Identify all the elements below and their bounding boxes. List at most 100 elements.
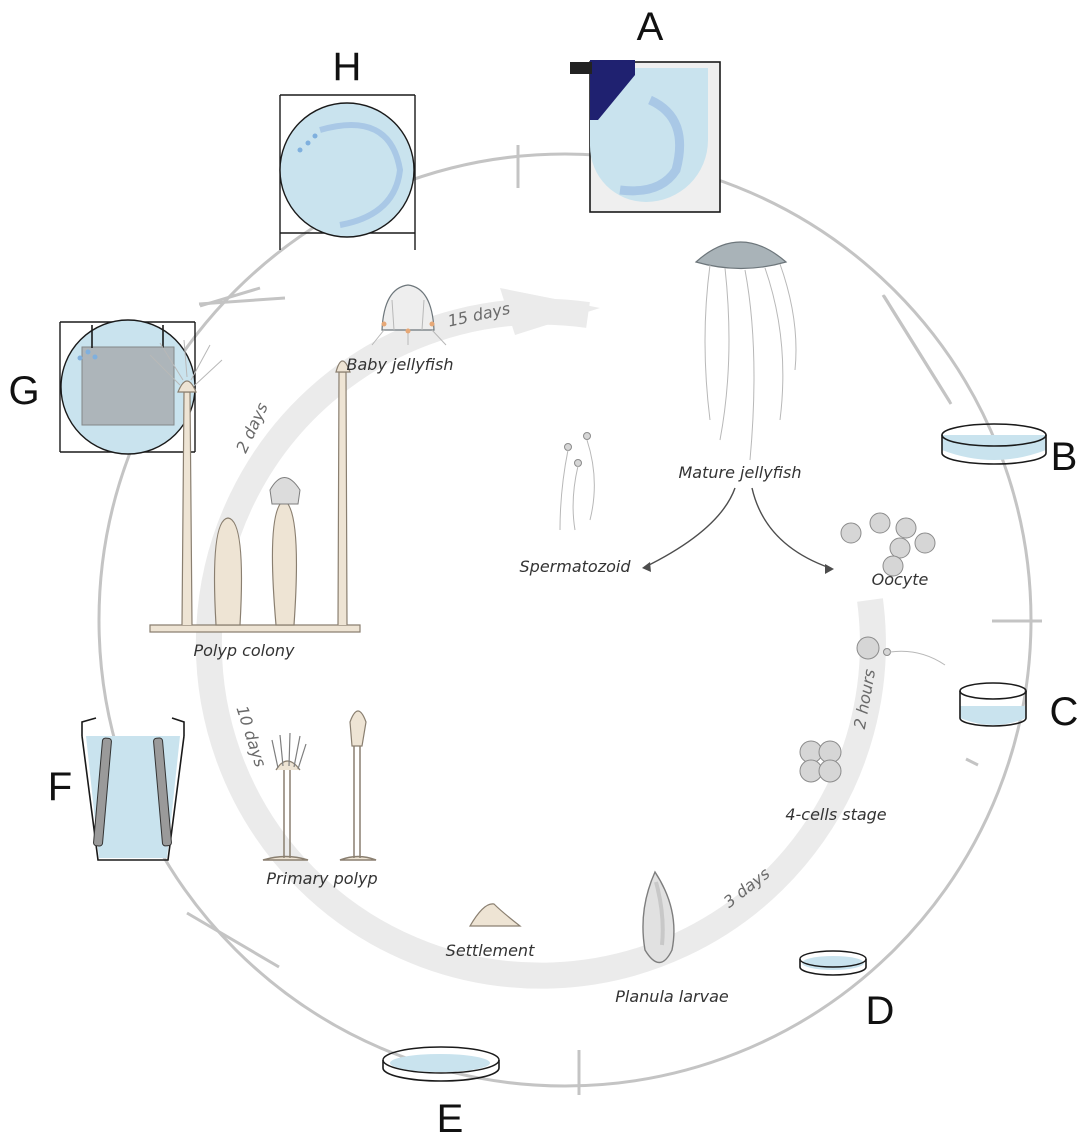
polyp-colony-illustration	[149, 339, 361, 633]
brine-shrimp-dot	[77, 355, 83, 361]
four-cell-embryo-illustration	[799, 740, 842, 783]
arrow-to-oocyte	[751, 487, 831, 569]
oocyte-cell	[889, 537, 911, 559]
outer-culture-ring	[97, 145, 1042, 1095]
container-f-right-hook	[171, 717, 185, 736]
dish-b-wall	[941, 435, 1047, 465]
sperm-head	[883, 648, 891, 656]
colony-polyp-stalk	[337, 371, 348, 626]
vessel-h-round-tank	[279, 94, 416, 250]
settlement-illustration	[468, 903, 522, 927]
sperm-tail	[889, 650, 946, 666]
fertilized-oocyte	[856, 636, 880, 660]
baby-jellyfish-illustration	[371, 284, 447, 346]
vessel-g-round-tank	[59, 319, 196, 455]
sperm-head	[574, 459, 582, 467]
step-letter-c: C	[1050, 690, 1079, 734]
embryo-cell	[818, 759, 842, 783]
cycle-arrowhead	[500, 288, 600, 335]
sperm-tails	[559, 439, 595, 531]
petri-e-water	[390, 1054, 490, 1072]
brine-shrimp-dot	[92, 354, 98, 360]
vessel-d-petri	[799, 950, 867, 976]
polyp-bud	[349, 710, 367, 747]
mesh-hangers	[91, 325, 164, 348]
ring-bracket-bars	[199, 286, 952, 403]
label-primary-polyp: Primary polyp	[266, 869, 377, 888]
primary-polyp-illustration	[262, 710, 377, 861]
budding-medusa	[269, 477, 301, 505]
label-settlement: Settlement	[446, 941, 535, 960]
planula-core	[654, 881, 665, 946]
baby-canals	[391, 299, 425, 331]
step-letter-a: A	[637, 5, 664, 49]
beaker-c-water	[960, 706, 1026, 725]
label-mature-jellyfish: Mature jellyfish	[679, 463, 802, 482]
oocyte-cell	[895, 517, 917, 539]
sperm-head	[564, 443, 572, 451]
dish-b-water	[942, 435, 1046, 460]
polyp-stalk	[339, 745, 377, 861]
petri-e-wall	[382, 1060, 500, 1082]
oocyte-cell	[869, 512, 891, 534]
arrowhead-spermatozoid	[642, 562, 651, 572]
medusa-bell	[694, 241, 788, 270]
step-letter-d: D	[866, 989, 895, 1033]
label-baby-jellyfish: Baby jellyfish	[347, 355, 454, 374]
step-letter-f: F	[48, 765, 72, 809]
baby-tentacle-bulb	[405, 328, 411, 334]
spermatozoid-illustration	[559, 432, 595, 531]
sperm-head	[583, 432, 591, 440]
oocyte-illustration	[840, 512, 936, 577]
polyp-stalk	[262, 770, 309, 861]
arrow-to-spermatozoid	[644, 487, 736, 568]
vessel-b-dish	[941, 423, 1047, 465]
inner-life-cycle-ring	[195, 288, 886, 989]
planula-body	[642, 870, 675, 964]
baby-tentacle-bulb	[429, 321, 435, 327]
step-letter-e: E	[437, 1097, 464, 1138]
vessel-e-petri	[382, 1046, 500, 1082]
vessel-a-kreisel-tank	[570, 60, 721, 213]
step-letter-g: G	[8, 369, 39, 413]
container-f-right-rod	[153, 737, 172, 847]
petri-d-wall	[799, 959, 867, 976]
oocyte-cell	[914, 532, 936, 554]
polyp-head	[275, 760, 301, 771]
container-f-wall	[81, 735, 185, 861]
medusa-tentacles	[704, 263, 797, 461]
label-oocyte: Oocyte	[872, 570, 929, 589]
step-letter-h: H	[333, 45, 362, 89]
polyp-tentacles	[271, 732, 307, 770]
pump-outlet-icon	[570, 62, 592, 74]
baby-tentacle-bulb	[381, 321, 387, 327]
colony-polyp-tentacles	[149, 339, 223, 387]
gonozooid-with-medusa	[271, 499, 298, 626]
brine-shrimp-dot	[297, 147, 303, 153]
container-f-left-hook	[81, 717, 97, 736]
fertilization-illustration	[856, 636, 946, 666]
label-planula-larvae: Planula larvae	[615, 987, 729, 1006]
baby-bell	[381, 284, 435, 331]
tank-h-current	[319, 122, 404, 228]
label-polyp-colony: Polyp colony	[193, 641, 295, 660]
step-letter-b: B	[1051, 435, 1078, 479]
tank-a-current	[619, 95, 685, 196]
colony-polyp-head	[177, 380, 197, 393]
ring-bracket-marks	[107, 145, 1042, 1095]
oocyte-cell	[882, 555, 904, 577]
colony-stolon	[149, 624, 361, 633]
colony-polyp-bud	[335, 360, 351, 373]
brine-shrimp-dot	[312, 133, 318, 139]
beaker-c-wall	[959, 691, 1027, 727]
planula-larva-illustration	[642, 870, 675, 964]
mature-jellyfish-illustration	[694, 241, 797, 461]
brine-shrimp-dot	[305, 140, 311, 146]
colony-polyp-stalk	[181, 391, 193, 626]
container-f-left-rod	[93, 737, 112, 847]
gonozooid	[213, 517, 243, 626]
mesh-screen-icon	[81, 346, 175, 426]
vessel-c-beaker	[959, 682, 1027, 727]
label-spermatozoid: Spermatozoid	[520, 557, 632, 576]
